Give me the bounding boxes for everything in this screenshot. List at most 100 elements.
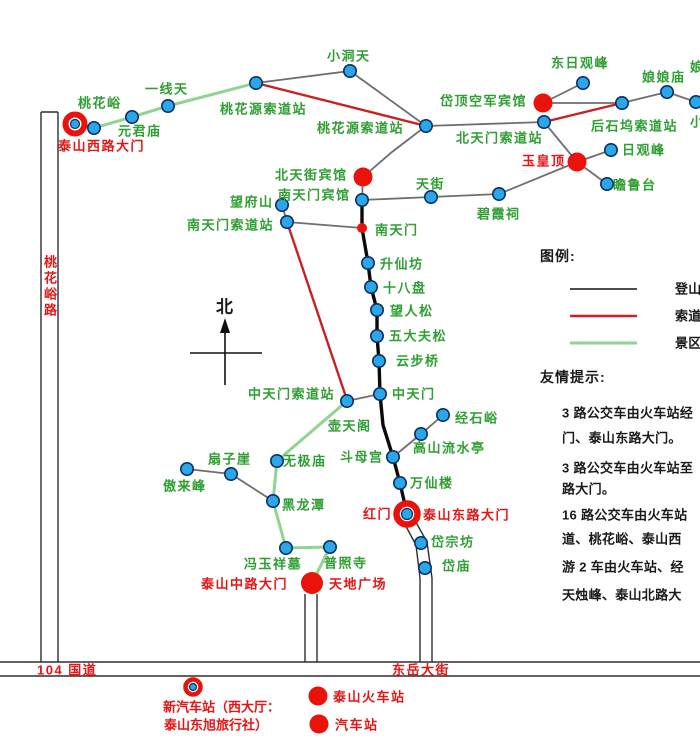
label-heilongtan: 黑龙潭 xyxy=(282,497,326,513)
station-node-wudafusong xyxy=(369,328,384,343)
label-riguanfeng: 日观峰 xyxy=(622,142,666,158)
label-yuanjunmiao: 元君庙 xyxy=(118,123,162,139)
station-node-puzhaosi xyxy=(322,539,337,554)
label-niangniangmiao: 娘娘庙 xyxy=(642,69,686,85)
label-railway-station: 泰山火车站 xyxy=(333,689,406,705)
station-node-daizongfang xyxy=(413,535,428,550)
route-line-cable-19 xyxy=(543,101,623,124)
station-node-yuanjunmiao xyxy=(87,121,102,136)
label-tip-line-6: 道、桃花峪、泰山西 xyxy=(562,531,682,547)
red-marker-nantianmen xyxy=(357,223,367,233)
station-node-nantianmen-station xyxy=(279,215,294,230)
label-wangfushan: 望府山 xyxy=(230,194,274,210)
label-shengxianfang: 升仙坊 xyxy=(380,256,424,272)
station-node-bixiaci xyxy=(491,187,506,202)
station-node-zhongtianmen-station xyxy=(339,393,354,408)
label-wangrensong: 望人松 xyxy=(390,303,434,319)
label-tips-title: 友情提示: xyxy=(540,369,606,385)
label-fengyuxiang-tomb: 冯玉祥墓 xyxy=(244,556,303,572)
label-taohuayu-road: 桃花峪路 xyxy=(42,255,57,319)
station-node-wanxianlou xyxy=(392,475,407,490)
station-node-taohuayuan-lower-station xyxy=(418,119,433,134)
station-node-wujimiao xyxy=(269,453,284,468)
label-dongriguanfeng: 东日观峰 xyxy=(551,55,610,71)
gate-center-west-gate xyxy=(69,118,81,130)
station-node-wangfushan xyxy=(274,198,289,213)
label-daiding-airforce-hotel: 岱顶空军宾馆 xyxy=(440,93,528,109)
station-node-shengxianfang xyxy=(360,255,375,270)
label-yuhuangding: 玉皇顶 xyxy=(522,153,566,169)
label-tip-line-8: 天烛峰、泰山北路大 xyxy=(562,587,682,603)
label-west-gate: 泰山西路大门 xyxy=(58,138,146,154)
label-hutiange: 壶天阁 xyxy=(328,418,372,434)
station-node-taohuayuan-upper-station xyxy=(249,76,264,91)
station-node-beitianmen-station xyxy=(536,115,551,130)
label-nantianmen: 南天门 xyxy=(375,222,419,238)
label-beitianjie-hotel: 北天街宾馆 xyxy=(275,167,348,183)
station-node-dongriguanfeng xyxy=(575,76,590,91)
route-line-road-30 xyxy=(412,516,433,662)
red-marker-beitianjie-hotel xyxy=(353,167,373,187)
label-beitianmen-station: 北天门索道站 xyxy=(456,130,544,146)
label-taohuayu: 桃花峪 xyxy=(78,95,122,111)
label-tiandi-square: 天地广场 xyxy=(329,576,388,592)
label-new-bus-station-line1: 新汽车站（西大厅： xyxy=(163,699,281,715)
station-node-yunbuqiao xyxy=(371,353,386,368)
label-xiaodongtian: 小洞天 xyxy=(327,48,371,64)
label-puzhaosi: 普照寺 xyxy=(324,555,368,571)
route-line-trail-11 xyxy=(361,161,578,201)
label-jingshiyu: 经石峪 xyxy=(455,410,499,426)
station-node-daimiao xyxy=(417,560,432,575)
label-gaoshanliushuiting: 高山流水亭 xyxy=(413,440,486,456)
label-new-bus-station-line2: 泰山东旭旅行社） xyxy=(164,717,269,733)
route-line-trail-14 xyxy=(286,221,363,229)
label-zhanlutai: 瞻鲁台 xyxy=(613,177,657,193)
label-doumugong: 斗母宫 xyxy=(340,449,384,465)
station-node-fengyuxiang-tomb xyxy=(278,540,293,555)
station-node-shibapan xyxy=(363,279,378,294)
label-compass-north: 北 xyxy=(216,297,233,317)
label-middle-gate: 泰山中路大门 xyxy=(201,576,289,592)
label-aolaifeng: 傲来峰 xyxy=(163,478,207,494)
label-taohuayuan-lower-station: 桃花源索道站 xyxy=(317,120,405,136)
route-line-trail-4 xyxy=(425,121,545,127)
label-legend-scenic: 景区 xyxy=(675,335,700,351)
station-node-zhongtianmen xyxy=(372,386,387,401)
label-bus-station: 汽车站 xyxy=(335,717,379,733)
label-zhongtianmen-station: 中天门索道站 xyxy=(248,386,336,402)
station-node-aolaifeng xyxy=(180,461,195,476)
red-marker-yuhuangding xyxy=(567,152,587,172)
route-line-cable-18 xyxy=(255,81,427,128)
label-daizongfang: 岱宗坊 xyxy=(431,534,475,550)
label-partial-niang: 娘 xyxy=(690,59,700,75)
label-tip-line-1: 3 路公交车由火车站经 xyxy=(562,405,694,421)
station-node-zhanlutai xyxy=(599,177,614,192)
label-yunbuqiao: 云步桥 xyxy=(396,353,440,369)
label-tip-line-2: 门、泰山东路大门。 xyxy=(562,430,682,446)
label-partial-xiao: 小 xyxy=(690,114,700,130)
station-node-edge-node xyxy=(689,95,700,109)
label-taohuayuan-upper-station: 桃花源索道站 xyxy=(220,101,308,117)
label-g104-road: 104 国道 xyxy=(37,662,98,678)
gate-center-new-bus-station xyxy=(188,682,198,692)
label-daimiao: 岱庙 xyxy=(442,558,472,574)
label-yixiantian: 一线天 xyxy=(145,81,189,97)
station-node-wangrensong xyxy=(369,302,384,317)
route-line-trail-12 xyxy=(361,125,427,201)
compass-arrowhead-icon xyxy=(220,318,230,333)
label-wanxianlou: 万仙楼 xyxy=(410,475,454,491)
red-marker-tiandi-square xyxy=(301,572,323,594)
label-zhongtianmen: 中天门 xyxy=(392,386,436,402)
label-dongyue-street: 东岳大街 xyxy=(392,662,451,678)
station-node-shanziya xyxy=(224,466,239,481)
station-node-taohuayu xyxy=(125,110,140,125)
label-wujimiao: 无极庙 xyxy=(283,453,327,469)
red-marker-railway-station-dot xyxy=(308,686,328,706)
label-nantianmen-station: 南天门索道站 xyxy=(187,217,275,233)
red-marker-daiding-airforce-hotel xyxy=(533,93,553,113)
label-tianjie: 天街 xyxy=(416,176,446,192)
station-node-heilongtan xyxy=(265,493,280,508)
